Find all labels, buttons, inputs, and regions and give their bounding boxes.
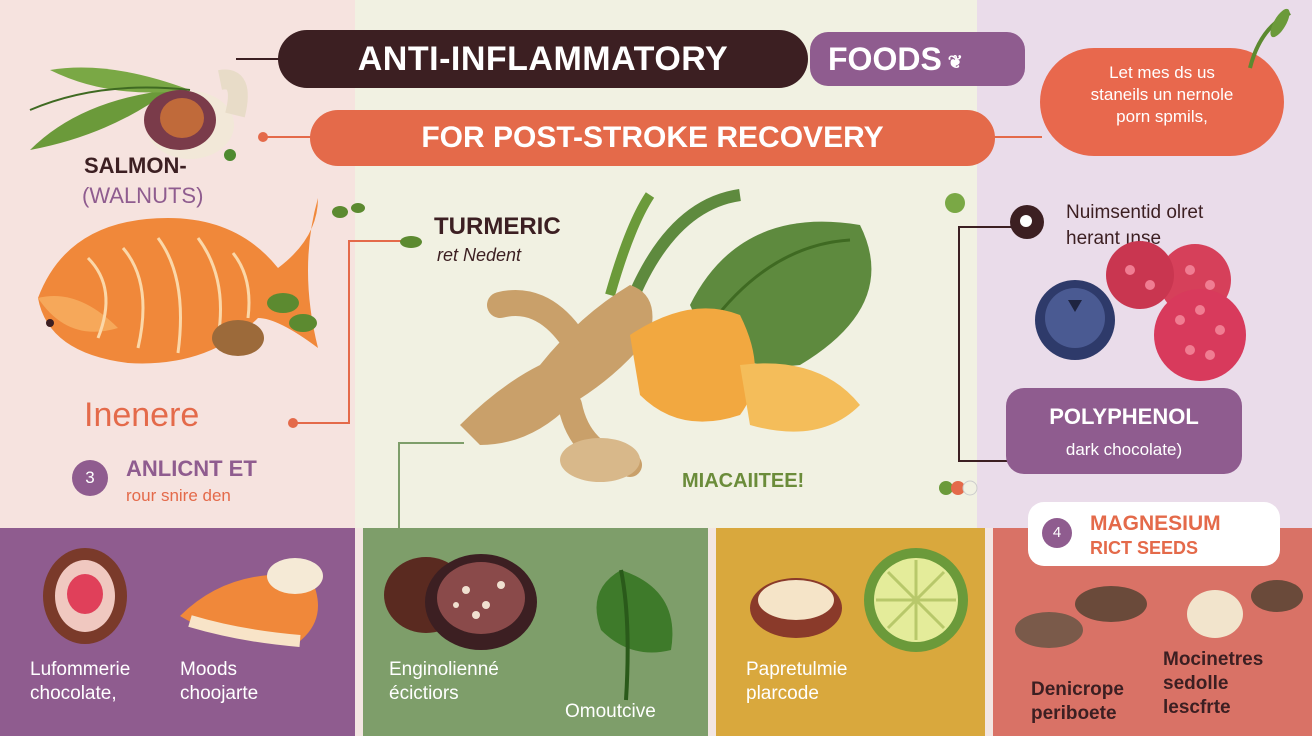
inenere-label: Inenere: [84, 396, 200, 434]
floating-leaf-icon: [1248, 8, 1291, 69]
p2-line: Enginolienné: [389, 659, 499, 680]
p4-right-line: sedolle: [1163, 673, 1229, 694]
colored-dots-icon: [939, 480, 978, 496]
p4-right-line: Mocinetres: [1163, 649, 1264, 670]
nuim-line: Nuimsentid olret: [1066, 202, 1204, 223]
floating-leaf-icon: [400, 236, 422, 248]
connector-line: [958, 226, 1012, 228]
polyphenol-title: POLYPHENOL: [1049, 404, 1199, 429]
connector-line: [348, 240, 404, 242]
connector-line: [236, 58, 280, 60]
turmeric-label: TURMERIC: [434, 213, 561, 240]
connector-line: [348, 240, 350, 424]
magnesium-card: 4 MAGNESIUM RICT SEEDS: [1028, 502, 1280, 566]
floating-leaf-icon: [332, 203, 365, 218]
panel-citrus: Papretulmie plarcode: [716, 528, 985, 736]
polyphenol-subtitle: dark chocolate): [1065, 440, 1183, 459]
connector-line: [992, 136, 1042, 138]
nut-citrus-illustration: [750, 548, 968, 652]
panel-chocolate: Lufommerie chocolate, Moods choojarte: [0, 528, 355, 736]
anl-subtitle: rour snire den: [126, 486, 231, 505]
bubble-line: staneils un nernole: [1090, 85, 1234, 104]
title-tag-label: FOODS: [828, 41, 942, 77]
p3-text: Papretulmie plarcode: [746, 658, 847, 706]
connector-dot: [258, 132, 268, 142]
p4-left-text: Denicrope peribоete: [1031, 678, 1124, 726]
background-middle: [355, 0, 977, 528]
connector-line: [398, 442, 400, 530]
seeds-nuts-illustration: [1015, 580, 1303, 648]
turmeric-sublabel: ret Nedent: [437, 245, 522, 265]
number-badge: 3: [72, 460, 108, 496]
p4-left-line: Denicrope: [1031, 679, 1124, 700]
walnuts-label: (WALNUTS): [82, 183, 204, 208]
p2-bottom-label: Omoutcive: [565, 701, 656, 722]
p1-left-line: chocolate,: [30, 683, 117, 704]
turmeric-ginger-illustration: [460, 189, 872, 482]
anl-title: ANLICNT ET: [126, 456, 257, 481]
leaf-ornament-icon: ❦: [947, 51, 963, 72]
page-subtitle: FOR POST-STROKE RECOVERY: [310, 110, 995, 166]
page-title: ANTI-INFLAMMATORY: [278, 30, 808, 88]
p1-right-line: choojarte: [180, 683, 259, 704]
polyphenol-card: POLYPHENOL dark chocolate): [1006, 388, 1242, 474]
connector-line: [398, 442, 464, 444]
p3-line: Papretulmie: [746, 659, 848, 680]
speech-bubble: Let mes ds us staneils un nernole porn s…: [1040, 48, 1284, 156]
p1-right-line: Moods: [180, 659, 238, 680]
bubble-line: porn spmils,: [1116, 107, 1208, 126]
leaf-illustration: [29, 67, 248, 161]
salmon-illustration: [38, 198, 318, 364]
connector-line: [296, 422, 350, 424]
berries-illustration: [1035, 241, 1246, 381]
miac-label: MIACAIITEE!: [682, 470, 805, 492]
number-badge: 4: [1042, 518, 1072, 548]
p2-text: Enginolienné écictiors: [389, 658, 499, 706]
magnesium-subtitle: RICT SEEDS: [1090, 538, 1199, 558]
seeds-spinach-illustration: [384, 554, 673, 701]
p1-left-text: Lufommerie chocolate,: [30, 658, 130, 706]
p1-right-text: Moods choojarte: [180, 658, 258, 706]
connector-line: [958, 226, 960, 462]
bubble-line: Let mes ds us: [1109, 63, 1215, 82]
connector-line: [958, 460, 1008, 462]
floating-leaf-icon: [945, 193, 965, 213]
p4-left-line: peribоete: [1031, 703, 1117, 724]
bullet-dot-icon: [1010, 205, 1044, 239]
connector-dot: [288, 418, 298, 428]
p4-right-text: Mocinetres sedolle lescfrte: [1163, 648, 1263, 720]
chocolate-illustration: [43, 548, 323, 647]
title-tag: FOODS❦: [810, 32, 1025, 86]
p2-line: écictiors: [389, 683, 459, 704]
p3-line: plarcode: [746, 683, 819, 704]
magnesium-title: MAGNESIUM: [1090, 512, 1221, 535]
connector-line: [266, 136, 316, 138]
p4-right-line: lescfrte: [1163, 697, 1231, 718]
p1-left-line: Lufommerie: [30, 659, 131, 680]
panel-seeds-greens: Enginolienné écictiors Omoutcive: [363, 528, 708, 736]
salmon-label: SALMON-: [84, 153, 187, 178]
